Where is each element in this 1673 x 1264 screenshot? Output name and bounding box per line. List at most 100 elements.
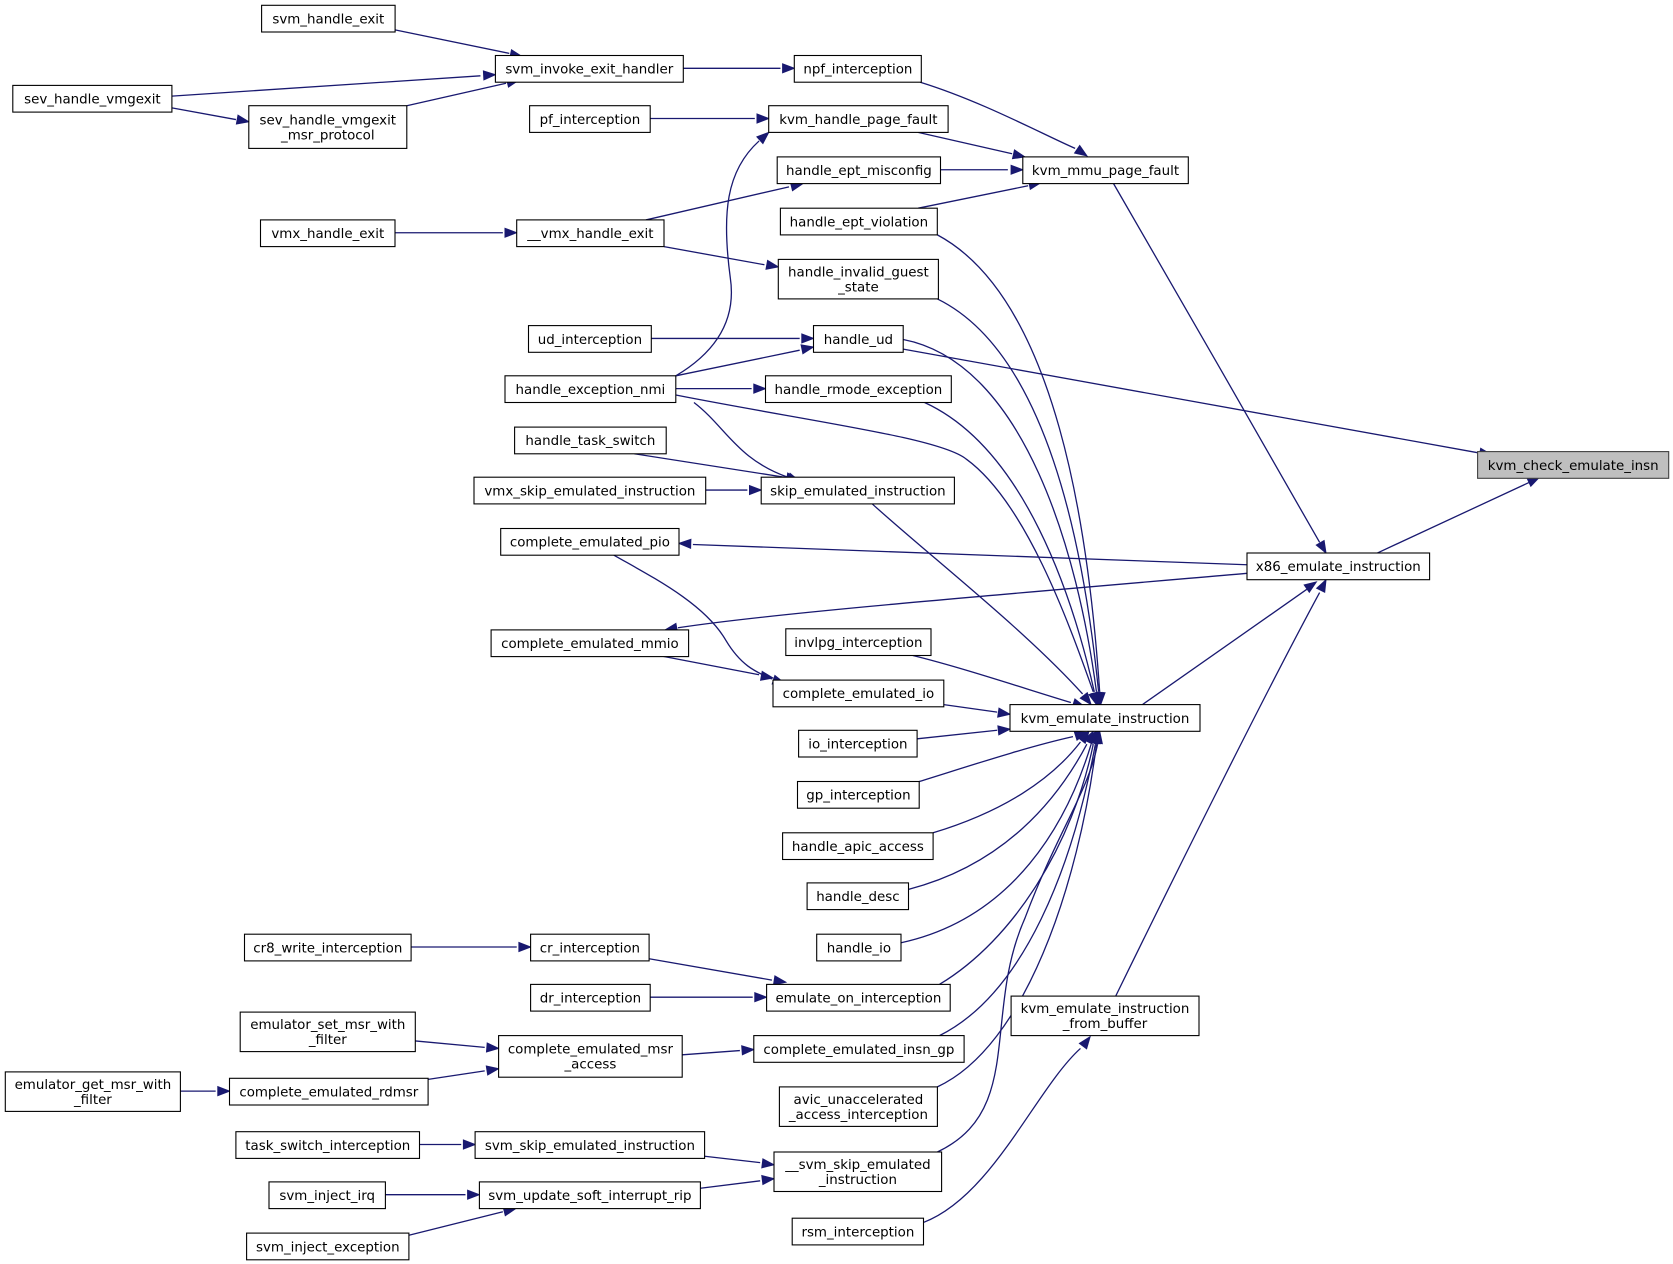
node-handle_ept_misconfig[interactable]: handle_ept_misconfig [776, 156, 942, 185]
node-cr_interception[interactable]: cr_interception [530, 933, 650, 962]
node-pf_interception[interactable]: pf_interception [529, 105, 651, 133]
node-rsm_interception[interactable]: rsm_interception [791, 1217, 925, 1246]
edge-handle_desc-to-kvm_emulate_instruction [909, 730, 1094, 889]
node-kvm_handle_page_fault[interactable]: kvm_handle_page_fault [768, 105, 949, 133]
node-box [235, 1131, 421, 1159]
node-handle_apic_access[interactable]: handle_apic_access [782, 832, 934, 861]
node-label: kvm_emulate_instruction [1021, 1002, 1190, 1017]
node-sev_handle_vmgexit_msr_protocol[interactable]: sev_handle_vmgexit_msr_protocol [248, 105, 408, 149]
node-ud_interception[interactable]: ud_interception [527, 325, 652, 353]
edge-line [944, 705, 997, 712]
node-label: cr8_write_interception [253, 941, 402, 956]
node-emulator_get_msr_with_filter[interactable]: emulator_get_msr_with_filter [4, 1071, 181, 1112]
edge-line [409, 1212, 503, 1235]
node-label: svm_skip_emulated_instruction [485, 1139, 695, 1154]
edge-line [903, 349, 1477, 453]
node-box [500, 527, 680, 556]
node-label: npf_interception [803, 63, 912, 78]
node-complete_emulated_msr_access[interactable]: complete_emulated_msr_access [498, 1035, 683, 1078]
node-label: task_switch_interception [245, 1139, 410, 1154]
node-label: kvm_handle_page_fault [779, 113, 937, 128]
edge-line [649, 959, 772, 980]
node-npf_interception[interactable]: npf_interception [793, 54, 922, 83]
node-complete_emulated_mmio[interactable]: complete_emulated_mmio [490, 629, 690, 658]
node-box [798, 729, 918, 758]
node-vmx_handle_exit[interactable]: vmx_handle_exit [259, 219, 396, 248]
node-kvm_emulate_instruction_from_buffer[interactable]: kvm_emulate_instruction_from_buffer [1010, 995, 1200, 1037]
node-avic_unaccelerated_access_interception[interactable]: avic_unaccelerated_access_interception [778, 1086, 938, 1127]
edge-line [918, 132, 1012, 153]
arrowhead-icon [997, 707, 1012, 718]
edge-npf_interception-to-kvm_mmu_page_fault [920, 82, 1089, 157]
node-handle_exception_nmi[interactable]: handle_exception_nmi [504, 375, 677, 404]
node-label: sev_handle_vmgexit [260, 113, 397, 128]
edge-task_switch_interception-to-svm_skip_emulated_instruction [420, 1139, 477, 1150]
node-label: _from_buffer [1062, 1017, 1148, 1032]
edge-io_interception-to-kvm_emulate_instruction [917, 725, 1012, 739]
node-svm_update_soft_interrupt_rip[interactable]: svm_update_soft_interrupt_rip [478, 1181, 701, 1210]
edge-line [659, 656, 759, 675]
node-complete_emulated_rdmsr[interactable]: complete_emulated_rdmsr [228, 1077, 429, 1106]
arrowhead-icon [761, 1158, 776, 1169]
arrowhead-icon [1079, 691, 1092, 706]
node-box [766, 983, 951, 1012]
node-box [268, 1181, 386, 1210]
node-io_interception[interactable]: io_interception [798, 729, 918, 758]
node-skip_emulated_instruction[interactable]: skip_emulated_instruction [760, 476, 955, 505]
node-box [246, 1232, 410, 1261]
node-cr8_write_interception[interactable]: cr8_write_interception [243, 933, 412, 962]
node-complete_emulated_io[interactable]: complete_emulated_io [772, 679, 945, 708]
node-box [504, 375, 677, 404]
node-emulator_set_msr_with_filter[interactable]: emulator_set_msr_with_filter [239, 1011, 416, 1053]
node-svm_inject_irq[interactable]: svm_inject_irq [268, 1181, 386, 1210]
node-kvm_mmu_page_fault[interactable]: kvm_mmu_page_fault [1022, 156, 1189, 185]
node-complete_emulated_pio[interactable]: complete_emulated_pio [500, 527, 680, 556]
node-handle_desc[interactable]: handle_desc [806, 882, 910, 911]
node-__vmx_handle_exit[interactable]: __vmx_handle_exit [516, 219, 665, 248]
node-box [776, 156, 942, 185]
node-task_switch_interception[interactable]: task_switch_interception [235, 1131, 421, 1159]
node-handle_invalid_guest_state[interactable]: handle_invalid_guest_state [777, 258, 939, 300]
edge-x86_emulate_instruction-to-kvm_check_emulate_insn [1377, 476, 1541, 553]
node-invlpg_interception[interactable]: invlpg_interception [785, 628, 932, 657]
node-svm_inject_exception[interactable]: svm_inject_exception [246, 1232, 410, 1261]
node-handle_task_switch[interactable]: handle_task_switch [514, 426, 667, 455]
node-handle_ud[interactable]: handle_ud [812, 325, 904, 353]
node-kvm_check_emulate_insn[interactable]: kvm_check_emulate_insn [1477, 451, 1670, 479]
node-__svm_skip_emulated_instruction[interactable]: __svm_skip_emulated_instruction [773, 1151, 943, 1193]
arrowhead-icon [761, 1174, 776, 1186]
edge-cr_interception-to-emulate_on_interception [649, 959, 788, 986]
edge-svm_invoke_exit_handler-to-npf_interception [683, 63, 796, 74]
edge-complete_emulated_mmio-to-complete_emulated_io [659, 656, 775, 681]
node-kvm_emulate_instruction[interactable]: kvm_emulate_instruction [1009, 704, 1201, 732]
node-box [816, 933, 902, 962]
node-box [764, 375, 952, 404]
node-emulate_on_interception[interactable]: emulate_on_interception [766, 983, 951, 1012]
node-x86_emulate_instruction[interactable]: x86_emulate_instruction [1246, 552, 1431, 581]
edge-line [1114, 184, 1320, 543]
node-box [490, 629, 690, 658]
edge-line [940, 744, 1094, 984]
arrowhead-icon [485, 1042, 500, 1053]
node-dr_interception[interactable]: dr_interception [530, 983, 651, 1012]
edge-line [924, 1048, 1081, 1222]
node-handle_io[interactable]: handle_io [816, 933, 902, 962]
node-svm_invoke_exit_handler[interactable]: svm_invoke_exit_handler [494, 54, 684, 83]
node-svm_handle_exit[interactable]: svm_handle_exit [261, 4, 396, 33]
node-handle_rmode_exception[interactable]: handle_rmode_exception [764, 375, 952, 404]
node-label: kvm_check_emulate_insn [1488, 459, 1659, 474]
arrowhead-icon [754, 991, 769, 1003]
node-sev_handle_vmgexit[interactable]: sev_handle_vmgexit [12, 84, 173, 113]
node-handle_ept_violation[interactable]: handle_ept_violation [779, 207, 938, 236]
node-complete_emulated_insn_gp[interactable]: complete_emulated_insn_gp [753, 1035, 965, 1063]
node-gp_interception[interactable]: gp_interception [796, 780, 920, 809]
edge-kvm_handle_page_fault-to-kvm_mmu_page_fault [918, 132, 1027, 160]
edge-pf_interception-to-kvm_handle_page_fault [650, 113, 771, 124]
node-vmx_skip_emulated_instruction[interactable]: vmx_skip_emulated_instruction [473, 476, 707, 505]
arrowhead-icon [741, 1045, 756, 1056]
edge-line [682, 1051, 740, 1055]
arrowhead-icon [1011, 149, 1027, 160]
node-svm_skip_emulated_instruction[interactable]: svm_skip_emulated_instruction [474, 1131, 706, 1159]
node-label: ud_interception [538, 333, 642, 348]
arrowhead-icon [1315, 539, 1327, 555]
